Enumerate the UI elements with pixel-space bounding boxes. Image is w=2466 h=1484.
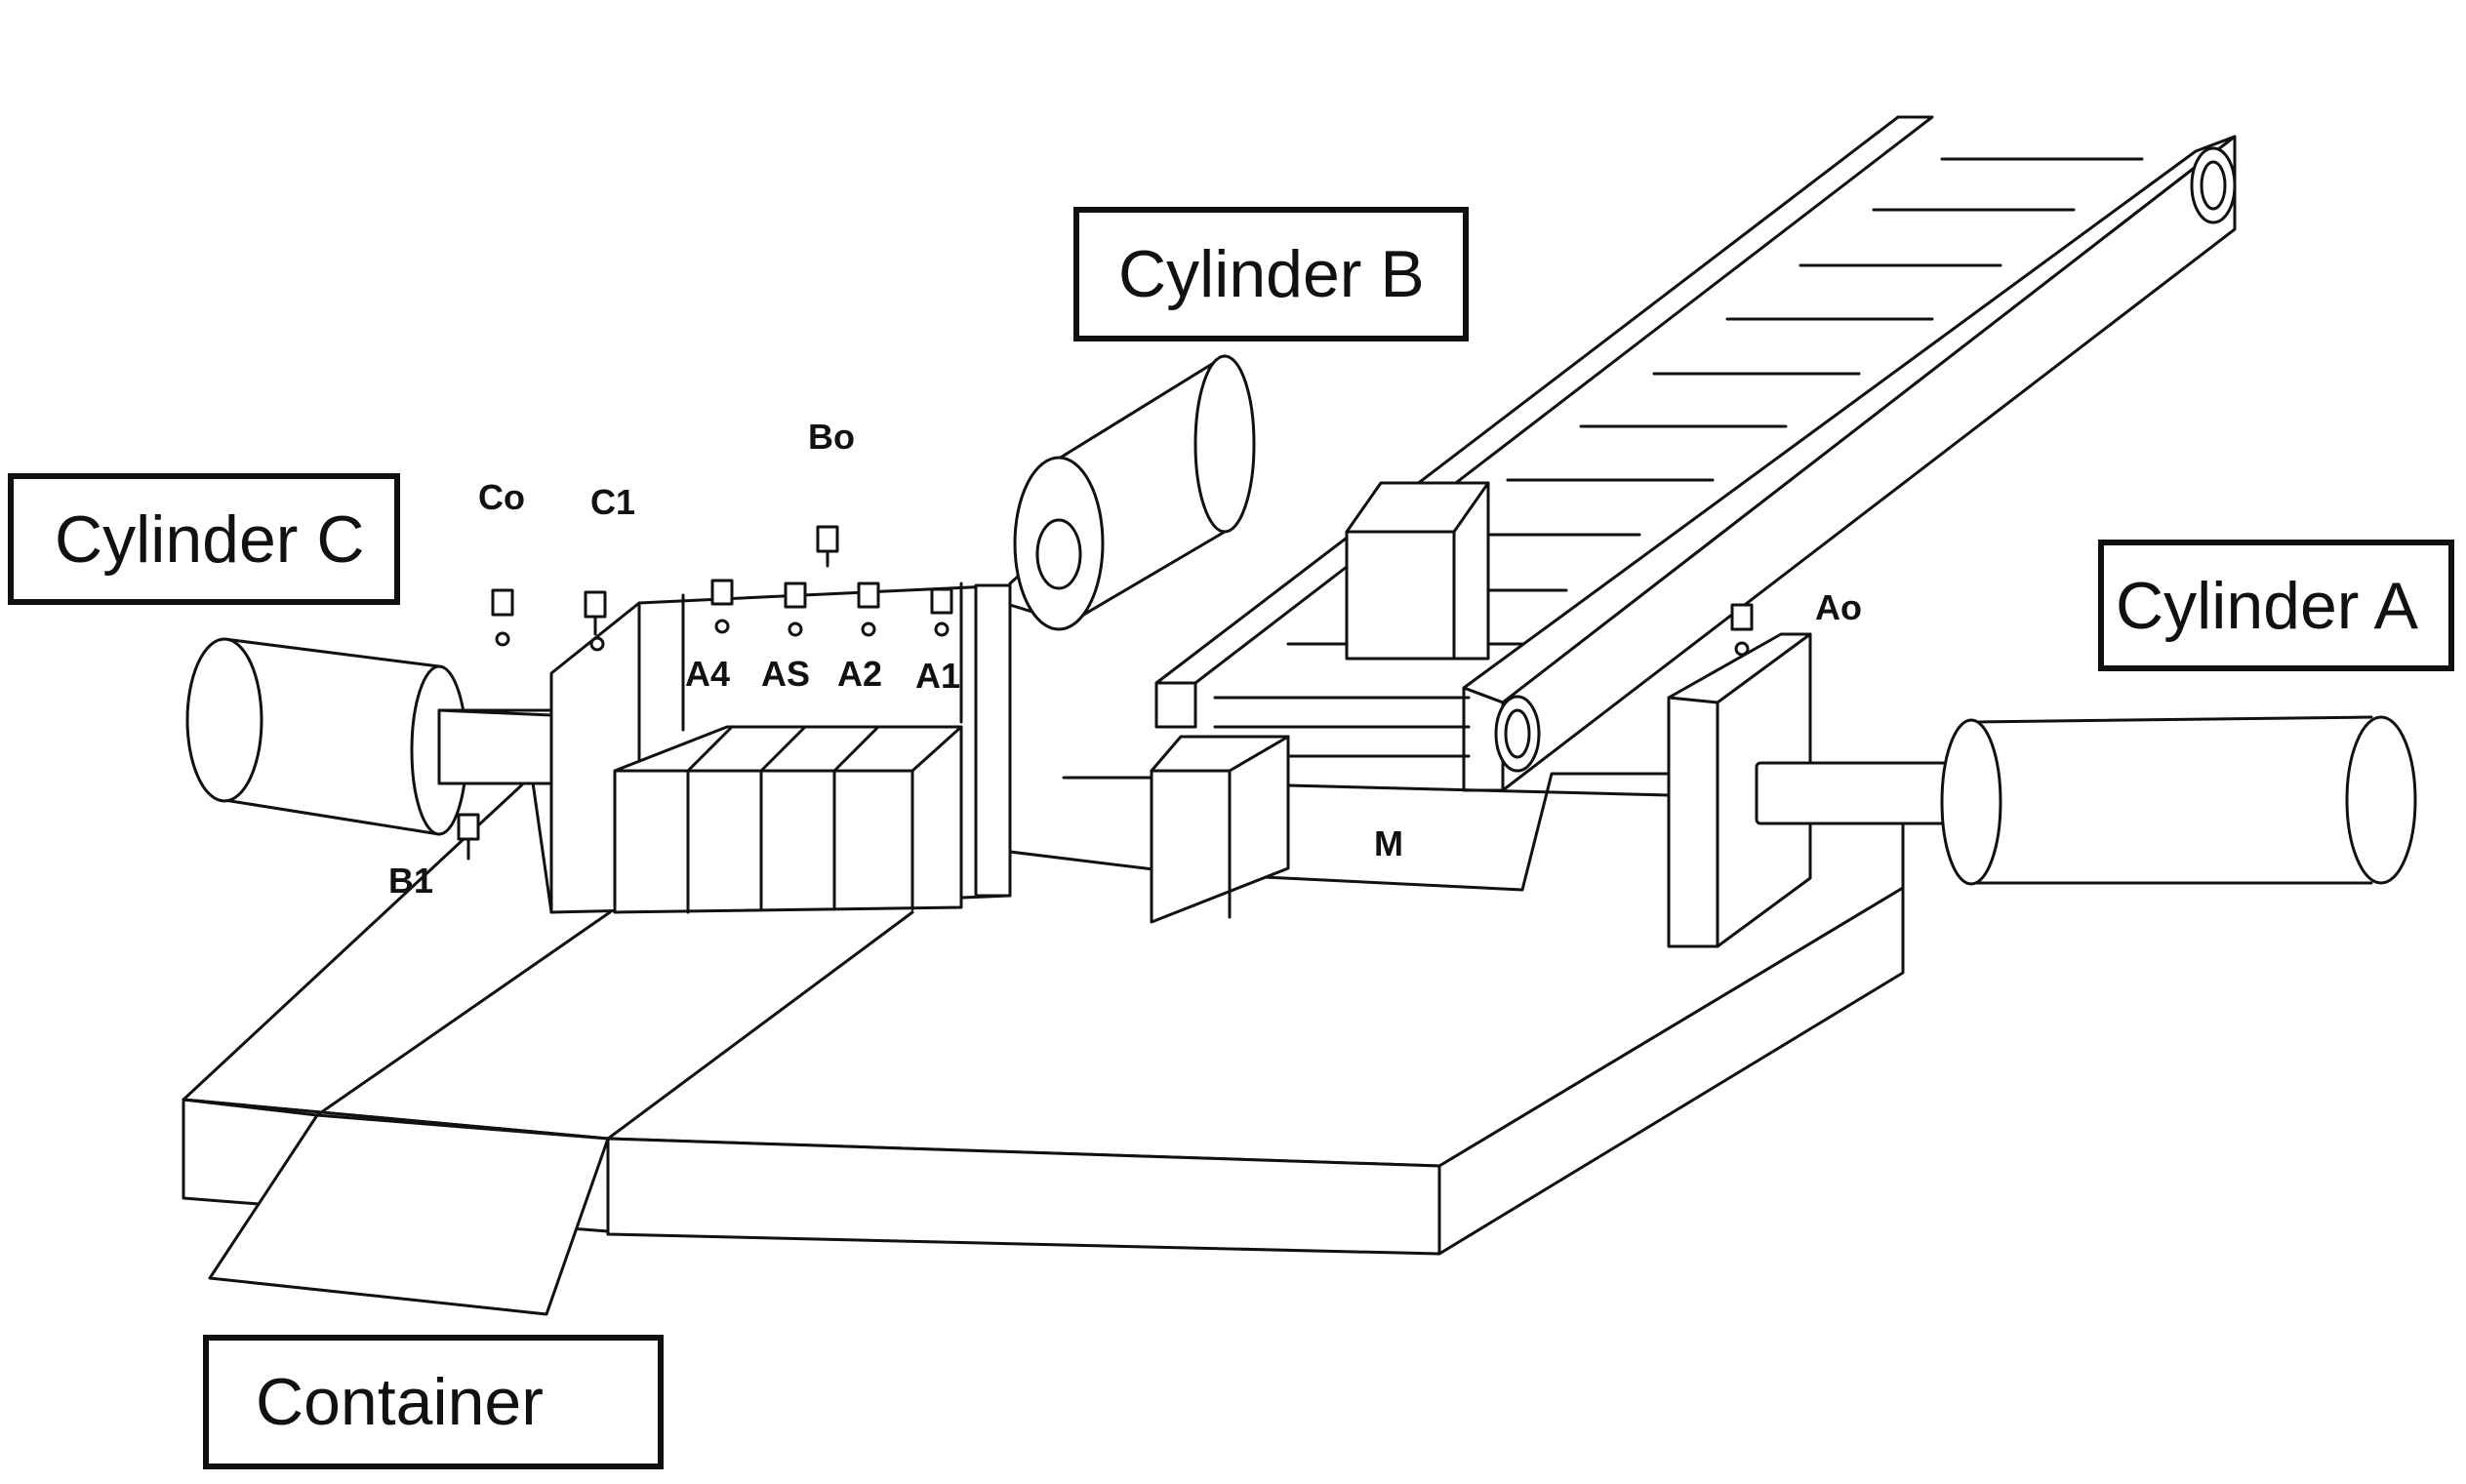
sensor-label-a1: A1	[915, 656, 960, 696]
sensor-label-a4: A4	[685, 654, 730, 694]
cylinder-a-body	[1667, 632, 2417, 948]
conveyor	[1154, 115, 2237, 792]
sensor-a1-marker	[930, 587, 953, 637]
cylinder-c-body	[185, 637, 553, 836]
callout-cylinder-c-text: Cylinder C	[55, 501, 365, 577]
callout-cylinder-a: Cylinder A	[2098, 540, 2454, 671]
cylinder-b-body	[1008, 354, 1256, 631]
sensor-label-a2: A2	[837, 654, 882, 694]
workpiece-m	[1062, 735, 1671, 924]
callout-cylinder-b-text: Cylinder B	[1118, 237, 1425, 311]
sensor-a4-marker	[710, 579, 734, 634]
container-chute	[182, 1098, 610, 1316]
callout-cylinder-c: Cylinder C	[8, 473, 400, 605]
sensor-label-a3: AS	[761, 654, 810, 694]
sensor-label-c0: Co	[478, 477, 525, 517]
sensor-a0-marker	[1730, 603, 1754, 657]
sensor-b1-marker	[457, 813, 480, 861]
callout-cylinder-a-text: Cylinder A	[2116, 568, 2418, 643]
sensor-a2-marker	[857, 582, 880, 637]
ejection-track	[315, 774, 914, 1141]
callout-cylinder-b: Cylinder B	[1073, 207, 1469, 341]
sensor-c1-marker	[584, 590, 607, 652]
callout-container-text: Container	[256, 1365, 544, 1439]
sensor-a3-marker	[784, 582, 807, 637]
sensor-b0-marker	[816, 525, 839, 568]
magazine-block	[549, 582, 1012, 914]
sensor-label-b1: B1	[388, 861, 433, 901]
sensor-label-b0: Bo	[808, 417, 855, 457]
sensor-label-a0: Ao	[1815, 587, 1862, 627]
sensor-label-m: M	[1374, 823, 1403, 863]
sensor-label-c1: C1	[590, 482, 635, 522]
sensor-c0-marker	[491, 588, 514, 647]
callout-container: Container	[203, 1335, 664, 1469]
